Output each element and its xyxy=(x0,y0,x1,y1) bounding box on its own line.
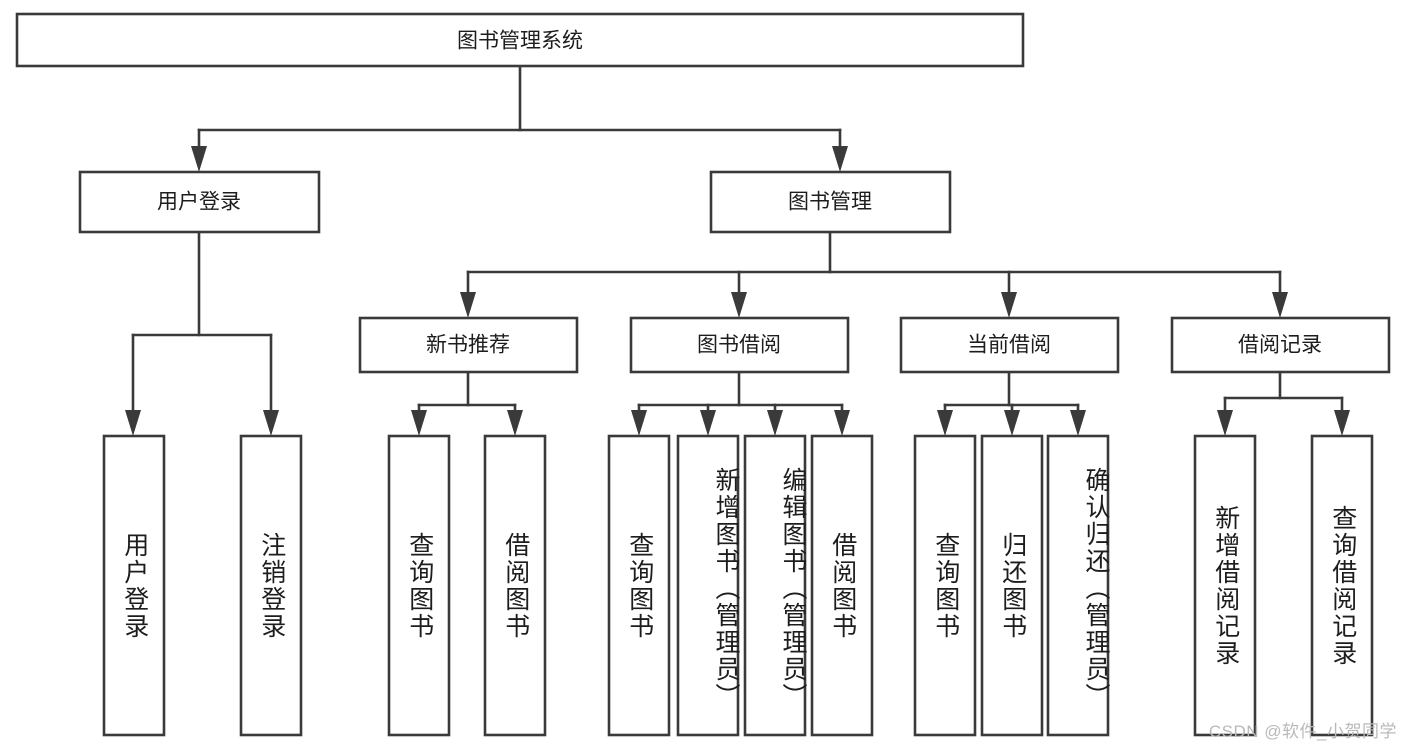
leaf-box-query-record[interactable] xyxy=(1310,434,1374,737)
leaf-box-user-login[interactable] xyxy=(102,434,166,737)
leaf-box-logout[interactable] xyxy=(239,434,303,737)
node-current-borrow-label: 当前借阅 xyxy=(967,334,1051,357)
leaf-box-return-book[interactable] xyxy=(980,434,1044,737)
leaf-box-query-book-1[interactable] xyxy=(387,434,451,737)
leaf-box-query-book-3[interactable] xyxy=(913,434,977,737)
connector-newbook-to-leaves xyxy=(411,370,523,436)
leaf-box-query-book-2[interactable] xyxy=(607,434,671,737)
node-book-management[interactable]: 图书管理 xyxy=(709,170,952,234)
leaf-box-add-record[interactable] xyxy=(1193,434,1257,737)
connector-bookborrow-to-leaves xyxy=(631,370,850,436)
node-new-book-recommend-label: 新书推荐 xyxy=(426,334,510,357)
node-title[interactable]: 图书管理系统 xyxy=(15,12,1025,68)
node-new-book-recommend[interactable]: 新书推荐 xyxy=(358,316,579,374)
node-current-borrow[interactable]: 当前借阅 xyxy=(899,316,1120,374)
leaf-box-add-book[interactable] xyxy=(676,434,740,737)
node-book-management-label: 图书管理 xyxy=(788,191,872,214)
connector-borrowrecord-to-leaves xyxy=(1217,370,1350,436)
connector-bookmgmt-to-level3 xyxy=(460,230,1288,318)
connector-userlogin-to-leaves xyxy=(125,230,279,436)
leaf-box-confirm-return[interactable] xyxy=(1046,434,1110,737)
connector-currentborrow-to-leaves xyxy=(937,370,1086,436)
leaf-boxes xyxy=(102,434,1374,737)
connector-root-to-level2 xyxy=(191,64,848,172)
node-user-login-label: 用户登录 xyxy=(157,191,241,214)
leaf-box-borrow-book-2[interactable] xyxy=(810,434,874,737)
node-book-borrow[interactable]: 图书借阅 xyxy=(629,316,850,374)
node-user-login[interactable]: 用户登录 xyxy=(78,170,321,234)
node-borrow-record[interactable]: 借阅记录 xyxy=(1170,316,1391,374)
leaf-box-borrow-book-1[interactable] xyxy=(483,434,547,737)
node-book-borrow-label: 图书借阅 xyxy=(697,334,781,357)
leaf-box-edit-book[interactable] xyxy=(743,434,807,737)
node-title-label: 图书管理系统 xyxy=(457,30,583,53)
csdn-watermark: CSDN @软件_小贺同学 xyxy=(1208,722,1397,741)
node-borrow-record-label: 借阅记录 xyxy=(1238,334,1322,357)
